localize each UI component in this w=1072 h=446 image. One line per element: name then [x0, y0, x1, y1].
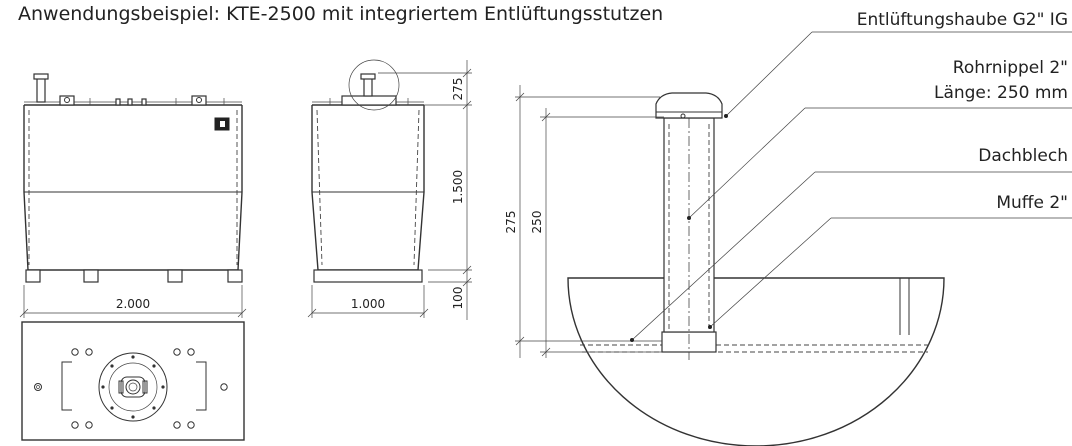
- dim-detail-pipe: 250: [530, 211, 544, 234]
- callout-roof: Dachblech: [978, 146, 1068, 166]
- front-view: 2.000: [19, 73, 247, 318]
- page-title: Anwendungsbeispiel: KTE-2500 mit integri…: [18, 3, 664, 25]
- leader-lines: [630, 31, 1072, 342]
- dim-tank-height: 1.500: [451, 170, 465, 204]
- dim-front-width: 2.000: [116, 297, 150, 311]
- callout-nipple: Rohrnippel 2": [952, 58, 1068, 78]
- callout-nipple-length: Länge: 250 mm: [933, 83, 1068, 103]
- callout-hood: Entlüftungshaube G2" IG: [856, 10, 1068, 30]
- callout-sleeve: Muffe 2": [996, 193, 1068, 213]
- top-view: [21, 321, 245, 441]
- dim-foot-height: 100: [451, 287, 465, 310]
- detail-view: 275 250: [504, 85, 945, 446]
- dim-vent-height: 275: [451, 78, 465, 101]
- side-view: 1.000 275 1.500 100: [307, 59, 472, 320]
- dim-side-width: 1.000: [351, 297, 385, 311]
- dim-detail-total: 275: [504, 211, 518, 234]
